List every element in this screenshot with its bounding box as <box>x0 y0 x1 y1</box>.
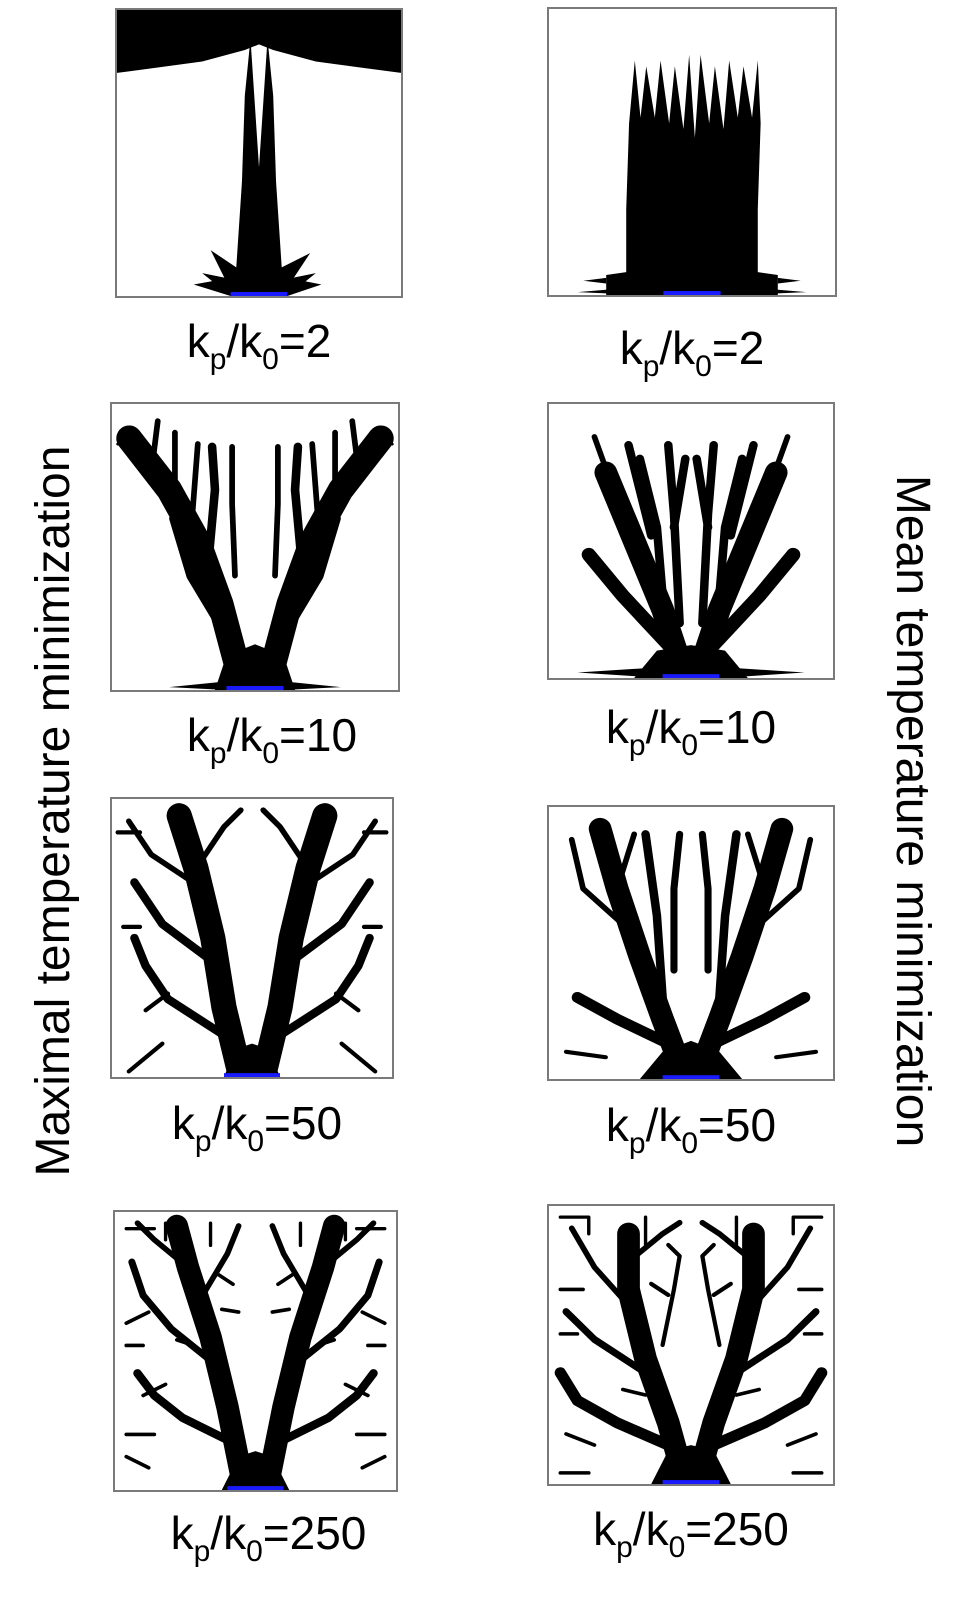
panel-max-kp250 <box>113 1210 398 1492</box>
caption-max-kp250: kp/k0=250 <box>170 1507 367 1568</box>
right-axis-title: Mean temperature minimization <box>886 474 939 1148</box>
heat-sink <box>226 685 284 690</box>
caption-mean-kp10: kp/k0=10 <box>605 701 777 762</box>
caption-max-kp10: kp/k0=10 <box>186 709 358 770</box>
caption-mean-kp50: kp/k0=50 <box>605 1099 777 1160</box>
left-axis-title: Maximal temperature minimization <box>27 445 80 1177</box>
panel-mean-kp50 <box>547 805 835 1081</box>
caption-mean-kp2: kp/k0=2 <box>619 322 765 383</box>
heat-sink <box>662 1480 720 1484</box>
panel-mean-kp250 <box>547 1204 835 1486</box>
material-tree <box>606 54 778 295</box>
heat-sink <box>662 674 720 678</box>
material-tree <box>193 38 322 296</box>
heat-sink <box>227 1486 284 1490</box>
heat-sink <box>663 290 721 295</box>
panel-max-kp2 <box>115 8 403 298</box>
caption-max-kp2: kp/k0=2 <box>186 315 332 376</box>
caption-mean-kp250: kp/k0=250 <box>593 1503 789 1564</box>
panel-mean-kp2 <box>547 7 837 297</box>
heat-sink <box>230 291 288 296</box>
heat-sink <box>662 1075 720 1079</box>
heat-sink <box>224 1073 280 1077</box>
caption-max-kp50: kp/k0=50 <box>171 1097 343 1158</box>
panel-max-kp10 <box>110 402 400 692</box>
panel-max-kp50 <box>110 797 394 1079</box>
material-band-top <box>117 10 401 73</box>
panel-mean-kp10 <box>547 402 835 680</box>
